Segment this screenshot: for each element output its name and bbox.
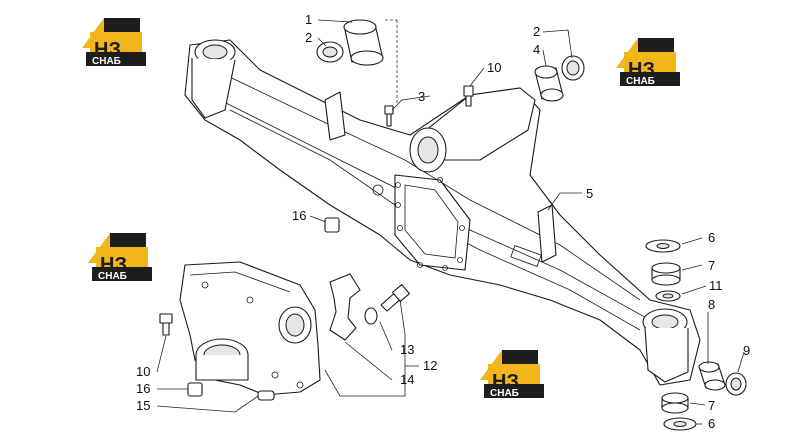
- svg-text:НЗ: НЗ: [628, 59, 655, 81]
- pin-15: [257, 390, 275, 401]
- svg-text:СНАБ: СНАБ: [92, 56, 121, 67]
- callout-7-bottom: 7: [708, 398, 715, 413]
- svg-text:НЗ: НЗ: [94, 39, 121, 61]
- callout-8: 8: [708, 297, 715, 312]
- svg-text:СНАБ: СНАБ: [626, 76, 655, 87]
- grease-fitting-3: [384, 105, 394, 127]
- washer-11: [655, 290, 681, 302]
- callout-15: 15: [136, 398, 150, 413]
- callout-2-left: 2: [305, 30, 312, 45]
- callout-16-lower: 16: [136, 381, 150, 396]
- callout-9: 9: [743, 343, 750, 358]
- washer-2-left: [316, 41, 344, 63]
- svg-text:СНАБ: СНАБ: [490, 388, 519, 399]
- callout-4: 4: [533, 42, 540, 57]
- callout-6-bottom: 6: [708, 416, 715, 431]
- svg-text:НЗ: НЗ: [492, 371, 519, 393]
- svg-text:СНАБ: СНАБ: [98, 271, 127, 282]
- bushing-1: [343, 19, 384, 66]
- logo-bottom-center: НЗ СНАБ: [480, 350, 544, 399]
- callout-5: 5: [586, 186, 593, 201]
- washer-2-right: [561, 55, 585, 81]
- pad-7-top: [651, 262, 681, 286]
- logo-mid-left: НЗ СНАБ: [88, 233, 152, 282]
- callout-12: 12: [423, 358, 437, 373]
- callout-10-top: 10: [487, 60, 501, 75]
- shim-6-top: [645, 239, 681, 253]
- washer-13: [364, 307, 378, 325]
- callout-3: 3: [418, 89, 425, 104]
- callout-14: 14: [400, 372, 414, 387]
- bushing-4: [534, 65, 564, 102]
- pad-7-bottom: [661, 392, 689, 414]
- bolt-10-lower: [159, 313, 173, 336]
- svg-text:НЗ: НЗ: [100, 254, 127, 276]
- callout-labels: 1 2 3 10 2 4 5 16 6 7 11 8 9 7 6 10 16 1…: [136, 12, 750, 431]
- shim-6-bottom: [663, 417, 697, 431]
- logo-top-left: НЗ СНАБ: [82, 18, 146, 67]
- washer-9: [725, 372, 747, 396]
- grease-fitting-10: [463, 85, 474, 107]
- callout-11: 11: [709, 278, 723, 293]
- logo-top-right: НЗ СНАБ: [616, 38, 680, 87]
- plug-16-top: [324, 217, 340, 233]
- callout-6-top: 6: [708, 230, 715, 245]
- callout-10-lower: 10: [136, 364, 150, 379]
- pivot-bracket: [179, 261, 321, 396]
- callout-2-right: 2: [533, 24, 540, 39]
- axle-housing: [184, 39, 701, 386]
- callout-1: 1: [305, 12, 312, 27]
- callout-13: 13: [400, 342, 414, 357]
- bushing-8: [698, 361, 726, 391]
- bolt-12: [380, 283, 411, 312]
- clamp-14: [329, 273, 361, 341]
- leader-lines: [156, 19, 745, 425]
- plug-16-lower: [187, 382, 203, 397]
- callout-7-top: 7: [708, 258, 715, 273]
- callout-16-top: 16: [292, 208, 306, 223]
